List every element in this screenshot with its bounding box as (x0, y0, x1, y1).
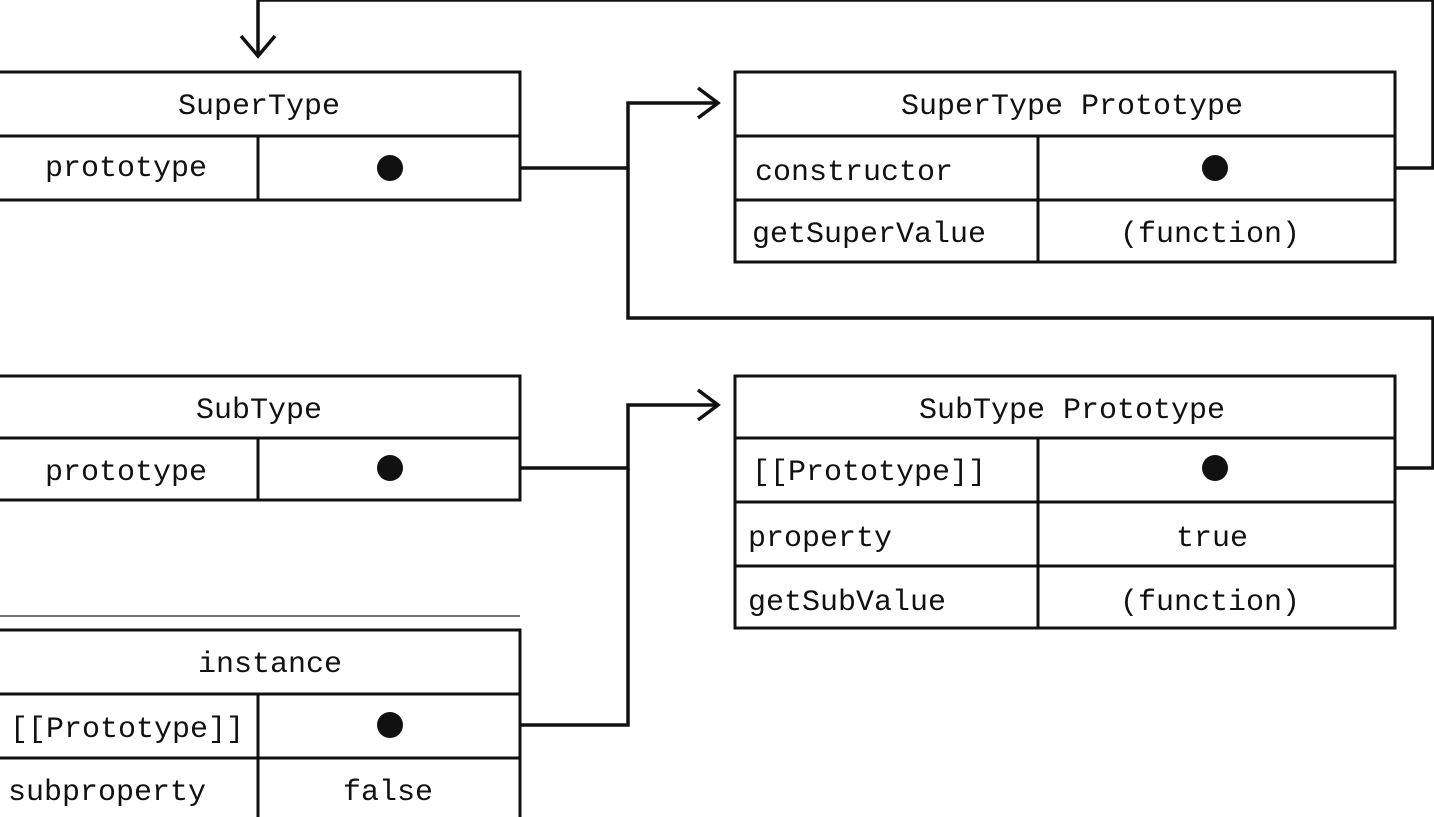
supertype-prototype-title: SuperType Prototype (901, 90, 1243, 124)
incoming-arrow-supertype (239, 0, 277, 59)
supertype-box: SuperType prototype (0, 70, 522, 202)
pointer-dot-subtype-prototype (377, 455, 403, 481)
subproperty-key: subproperty (8, 776, 206, 810)
instance-prototype-key: [[Prototype]] (10, 713, 244, 747)
getsupervalue-key: getSuperValue (752, 218, 986, 252)
constructor-key: constructor (755, 156, 953, 190)
pointer-dot-supertype-prototype (377, 155, 403, 181)
subproperty-value: false (343, 776, 433, 810)
subtype-box: SubType prototype (0, 374, 522, 502)
subtype-title: SubType (196, 394, 322, 428)
subtype-prototype-key: prototype (45, 456, 207, 490)
subtype-prototype-box: SubType Prototype [[Prototype]] property… (733, 374, 1397, 630)
instance-box: instance [[Prototype]] subproperty false (0, 628, 522, 817)
subproto-prototype-key: [[Prototype]] (752, 456, 986, 490)
getsubvalue-key: getSubValue (748, 586, 946, 620)
pointer-dot-subproto-prototype (1202, 455, 1228, 481)
pointer-dot-instance-prototype (377, 712, 403, 738)
property-key: property (748, 522, 892, 556)
supertype-title: SuperType (178, 90, 340, 124)
property-value: true (1176, 522, 1248, 556)
supertype-prototype-box: SuperType Prototype constructor getSuper… (733, 70, 1397, 264)
pointer-dot-constructor (1202, 155, 1228, 181)
supertype-prototype-key: prototype (45, 152, 207, 186)
instance-title: instance (198, 648, 342, 682)
subtype-prototype-title: SubType Prototype (919, 394, 1225, 428)
getsupervalue-value: (function) (1120, 218, 1300, 252)
getsubvalue-value: (function) (1120, 586, 1300, 620)
